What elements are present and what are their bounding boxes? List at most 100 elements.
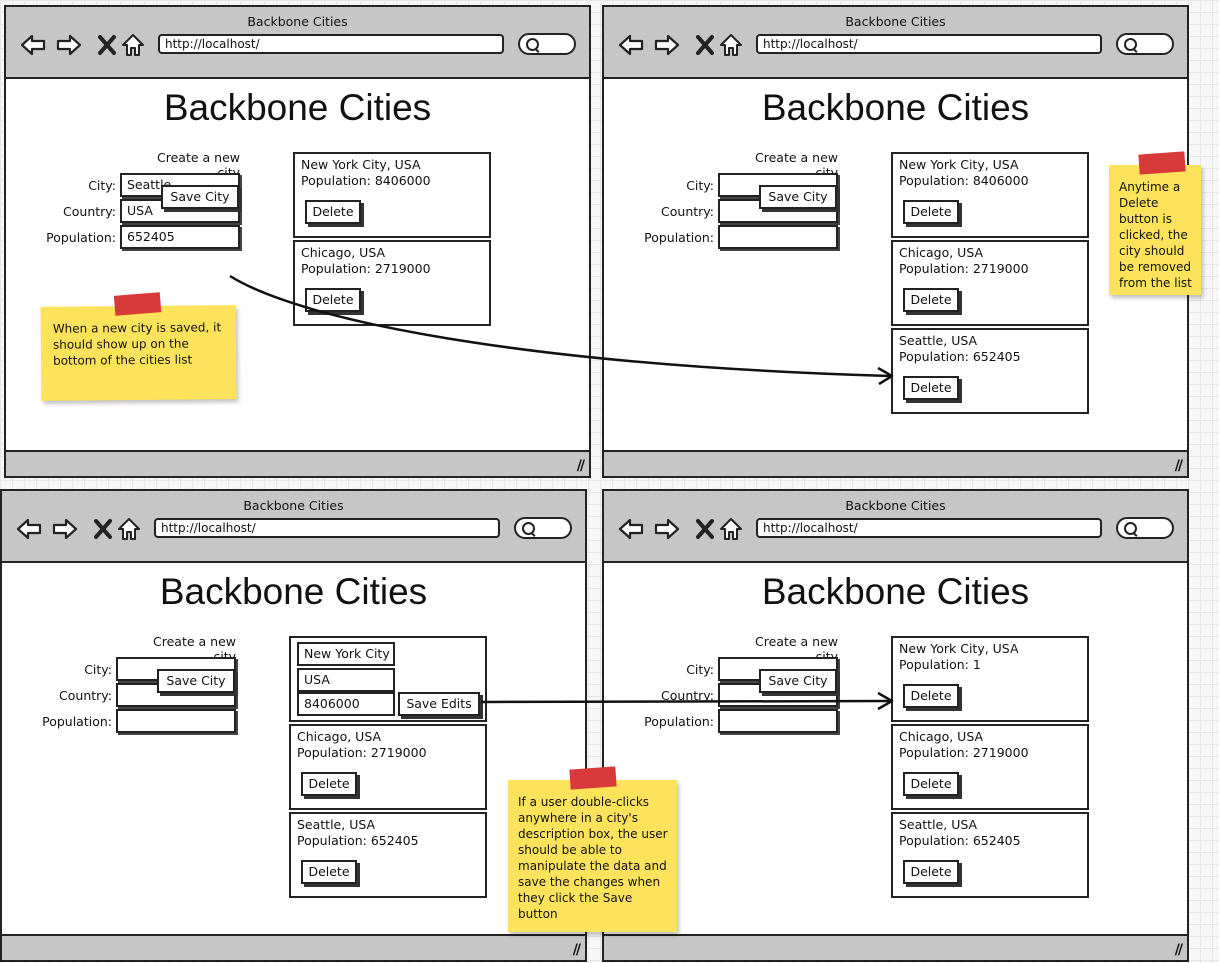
window-title: Backbone Cities [845, 498, 946, 513]
population-input[interactable]: 652405 [120, 225, 240, 249]
delete-button[interactable]: Delete [305, 288, 361, 312]
delete-button[interactable]: Delete [301, 860, 357, 884]
delete-button[interactable]: Delete [903, 772, 959, 796]
city-population: Population: 8406000 [899, 173, 1029, 188]
delete-button[interactable]: Delete [903, 376, 959, 400]
resize-grip-icon[interactable]: // [576, 458, 585, 474]
resize-grip-icon[interactable]: // [1174, 458, 1183, 474]
forward-arrow-icon[interactable] [56, 32, 82, 58]
city-edit-item[interactable]: New York City USA 8406000 Save Edits [289, 636, 487, 722]
app-heading: Backbone Cities [159, 571, 428, 612]
city-population: Population: 652405 [899, 349, 1021, 364]
search-box[interactable] [514, 517, 572, 539]
city-item[interactable]: Chicago, USA Population: 2719000 Delete [289, 724, 487, 810]
city-population: Population: 652405 [297, 833, 419, 848]
city-name: Chicago, USA [899, 245, 984, 260]
city-item[interactable]: Seattle, USA Population: 652405 Delete [289, 812, 487, 898]
sticky-note-edit: If a user double-clicks anywhere in a ci… [508, 766, 677, 932]
note-text: Anytime a Delete button is clicked, the … [1119, 180, 1192, 290]
save-edits-button[interactable]: Save Edits [398, 692, 480, 716]
note-text: If a user double-clicks anywhere in a ci… [518, 795, 668, 921]
delete-button[interactable]: Delete [305, 200, 361, 224]
search-box[interactable] [518, 33, 576, 55]
delete-button[interactable]: Delete [301, 772, 357, 796]
address-bar[interactable]: http://localhost/ [154, 518, 500, 538]
city-name: New York City, USA [301, 157, 421, 172]
address-bar[interactable]: http://localhost/ [756, 34, 1102, 54]
country-label: Country: [63, 204, 116, 219]
search-box[interactable] [1116, 517, 1174, 539]
city-label: City: [686, 178, 714, 193]
population-input[interactable] [718, 709, 838, 733]
search-icon [526, 38, 539, 51]
sticky-note-save: When a new city is saved, it should show… [40, 292, 237, 401]
city-item[interactable]: New York City, USA Population: 8406000 D… [293, 152, 491, 238]
home-icon[interactable] [120, 32, 146, 58]
note-text: When a new city is saved, it should show… [52, 320, 222, 368]
save-city-button[interactable]: Save City [759, 185, 837, 209]
delete-button[interactable]: Delete [903, 200, 959, 224]
resize-grip-icon[interactable]: // [572, 942, 581, 958]
city-name: Seattle, USA [899, 333, 978, 348]
tape-strip [569, 766, 617, 790]
city-population: Population: 1 [899, 657, 981, 672]
population-input[interactable] [718, 225, 838, 249]
country-label: Country: [661, 204, 714, 219]
save-city-button[interactable]: Save City [759, 669, 837, 693]
stop-icon[interactable] [692, 32, 718, 58]
status-bar: // [2, 934, 585, 960]
population-input[interactable] [116, 709, 236, 733]
back-arrow-icon[interactable] [16, 516, 42, 542]
city-item[interactable]: Chicago, USA Population: 2719000 Delete [891, 240, 1089, 326]
city-item[interactable]: Chicago, USA Population: 2719000 Delete [891, 724, 1089, 810]
stop-icon[interactable] [90, 516, 116, 542]
edit-city-input[interactable]: New York City [297, 642, 395, 666]
city-item[interactable]: New York City, USA Population: 8406000 D… [891, 152, 1089, 238]
city-population: Population: 8406000 [301, 173, 431, 188]
search-box[interactable] [1116, 33, 1174, 55]
city-name: New York City, USA [899, 641, 1019, 656]
back-arrow-icon[interactable] [20, 32, 46, 58]
title-bar: Backbone Cities http://localhost/ [6, 7, 589, 79]
forward-arrow-icon[interactable] [654, 516, 680, 542]
home-icon[interactable] [116, 516, 142, 542]
delete-button[interactable]: Delete [903, 288, 959, 312]
tape-strip [113, 292, 162, 316]
city-item[interactable]: Seattle, USA Population: 652405 Delete [891, 328, 1089, 414]
title-bar: Backbone Cities http://localhost/ [2, 491, 585, 563]
edit-population-input[interactable]: 8406000 [297, 692, 395, 716]
address-bar[interactable]: http://localhost/ [756, 518, 1102, 538]
tape-strip [1138, 151, 1186, 175]
delete-button[interactable]: Delete [903, 860, 959, 884]
status-bar: // [6, 450, 589, 476]
browser-window-2: Backbone Cities http://localhost/ Backbo… [602, 5, 1189, 478]
city-item[interactable]: New York City, USA Population: 1 Delete [891, 636, 1089, 722]
back-arrow-icon[interactable] [618, 32, 644, 58]
sticky-note-delete: Anytime a Delete button is clicked, the … [1109, 151, 1201, 295]
population-label: Population: [644, 714, 714, 729]
delete-button[interactable]: Delete [903, 684, 959, 708]
forward-arrow-icon[interactable] [654, 32, 680, 58]
title-bar: Backbone Cities http://localhost/ [604, 491, 1187, 563]
city-item[interactable]: Seattle, USA Population: 652405 Delete [891, 812, 1089, 898]
forward-arrow-icon[interactable] [52, 516, 78, 542]
population-label: Population: [42, 714, 112, 729]
home-icon[interactable] [718, 516, 744, 542]
city-label: City: [88, 178, 116, 193]
city-item[interactable]: Chicago, USA Population: 2719000 Delete [293, 240, 491, 326]
population-label: Population: [644, 230, 714, 245]
window-title: Backbone Cities [247, 14, 348, 29]
city-name: New York City, USA [899, 157, 1019, 172]
back-arrow-icon[interactable] [618, 516, 644, 542]
stop-icon[interactable] [692, 516, 718, 542]
city-name: Chicago, USA [899, 729, 984, 744]
address-bar[interactable]: http://localhost/ [158, 34, 504, 54]
app-heading: Backbone Cities [761, 571, 1030, 612]
resize-grip-icon[interactable]: // [1174, 942, 1183, 958]
home-icon[interactable] [718, 32, 744, 58]
city-population: Population: 2719000 [301, 261, 431, 276]
stop-icon[interactable] [94, 32, 120, 58]
edit-country-input[interactable]: USA [297, 668, 395, 692]
save-city-button[interactable]: Save City [157, 669, 235, 693]
save-city-button[interactable]: Save City [161, 185, 239, 209]
